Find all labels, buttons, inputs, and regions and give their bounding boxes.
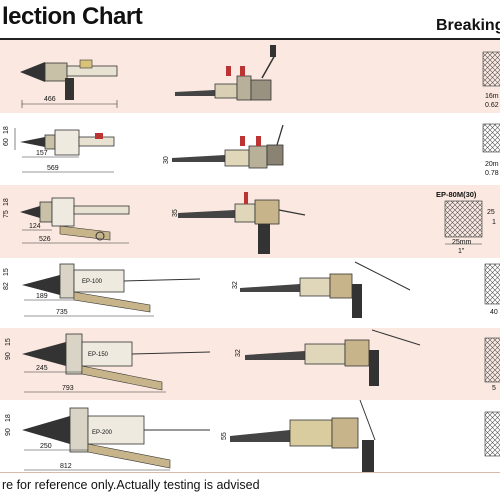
- row1-break-inch: 0.62: [485, 102, 499, 109]
- row3-dim-height-2: 18: [3, 198, 10, 206]
- row2-side-view: [14, 128, 115, 173]
- row2-dim-height: 60: [3, 138, 10, 146]
- row2-dim-length: 569: [47, 165, 59, 172]
- breaking-panel-5: [484, 337, 500, 383]
- row6-dim-front: 250: [40, 443, 52, 450]
- row5-side-view: [22, 333, 211, 393]
- breaking-panel-1: [482, 51, 500, 87]
- row3-dim-front: 124: [29, 223, 41, 230]
- row2-dim-front: 157: [36, 150, 48, 157]
- row4-dim-top: 32: [232, 281, 239, 289]
- row3-dim-height: 75: [3, 210, 10, 218]
- chart-title: lection Chart: [2, 3, 143, 30]
- row2-dim-height-2: 18: [3, 126, 10, 134]
- bottom-rule: [0, 472, 500, 473]
- footer-note: re for reference only.Actually testing i…: [2, 478, 260, 492]
- row6-top-view: [230, 399, 376, 472]
- row4-top-view: [240, 261, 411, 318]
- row3-break-size-side: 25: [487, 209, 495, 216]
- breaking-panel-6: [484, 411, 500, 457]
- row5-dim-length: 793: [62, 385, 74, 392]
- breaking-panel-2: [482, 123, 500, 153]
- breaking-panel-4: [484, 263, 500, 305]
- row1-break-size: 16m: [485, 93, 499, 100]
- row3-dim-length: 526: [39, 236, 51, 243]
- row1-side-view: [20, 59, 118, 108]
- row4-model-label: EP-100: [82, 279, 103, 285]
- row4-break-size: 40: [490, 309, 498, 316]
- row4-side-view: [22, 263, 201, 317]
- row3-break-model: EP-80M(30): [436, 190, 477, 199]
- row6-dim-length: 812: [60, 463, 72, 470]
- row5-dim-height-2: 15: [5, 338, 12, 346]
- row5-dim-front: 245: [36, 365, 48, 372]
- row2-break-size: 20m: [485, 161, 499, 168]
- row5-dim-height: 90: [5, 352, 12, 360]
- row6-side-view: [22, 407, 210, 471]
- row1-dim-length: 466: [44, 96, 56, 103]
- breaking-title: Breaking: [436, 17, 500, 34]
- row2-top-view: [172, 124, 284, 169]
- row6-dim-top: 55: [221, 432, 228, 440]
- row3-break-size: 25mm: [452, 239, 472, 246]
- row3-top-view: [178, 192, 306, 254]
- row4-dim-length: 735: [56, 309, 68, 316]
- row6-dim-height-2: 18: [5, 414, 12, 422]
- row5-dim-top: 32: [235, 349, 242, 357]
- row2-dim-top: 30: [163, 156, 170, 164]
- row3-dim-top: 35: [172, 209, 179, 217]
- row2-break-inch: 0.78: [485, 170, 499, 177]
- row4-dim-front: 189: [36, 293, 48, 300]
- row6-model-label: EP-200: [92, 430, 113, 436]
- row4-dim-height: 82: [3, 282, 10, 290]
- row5-break-size: 5: [492, 385, 496, 392]
- row1-top-view: [175, 45, 276, 101]
- breaking-panel-3: [444, 200, 483, 245]
- row5-model-label: EP-150: [88, 352, 109, 358]
- row3-break-inch-side: 1: [492, 219, 496, 226]
- row3-side-view: [20, 197, 130, 244]
- row5-top-view: [245, 329, 421, 386]
- row6-dim-height: 90: [5, 428, 12, 436]
- top-rule: [0, 38, 500, 40]
- row4-dim-height-2: 15: [3, 268, 10, 276]
- row3-break-inch: 1": [458, 248, 465, 255]
